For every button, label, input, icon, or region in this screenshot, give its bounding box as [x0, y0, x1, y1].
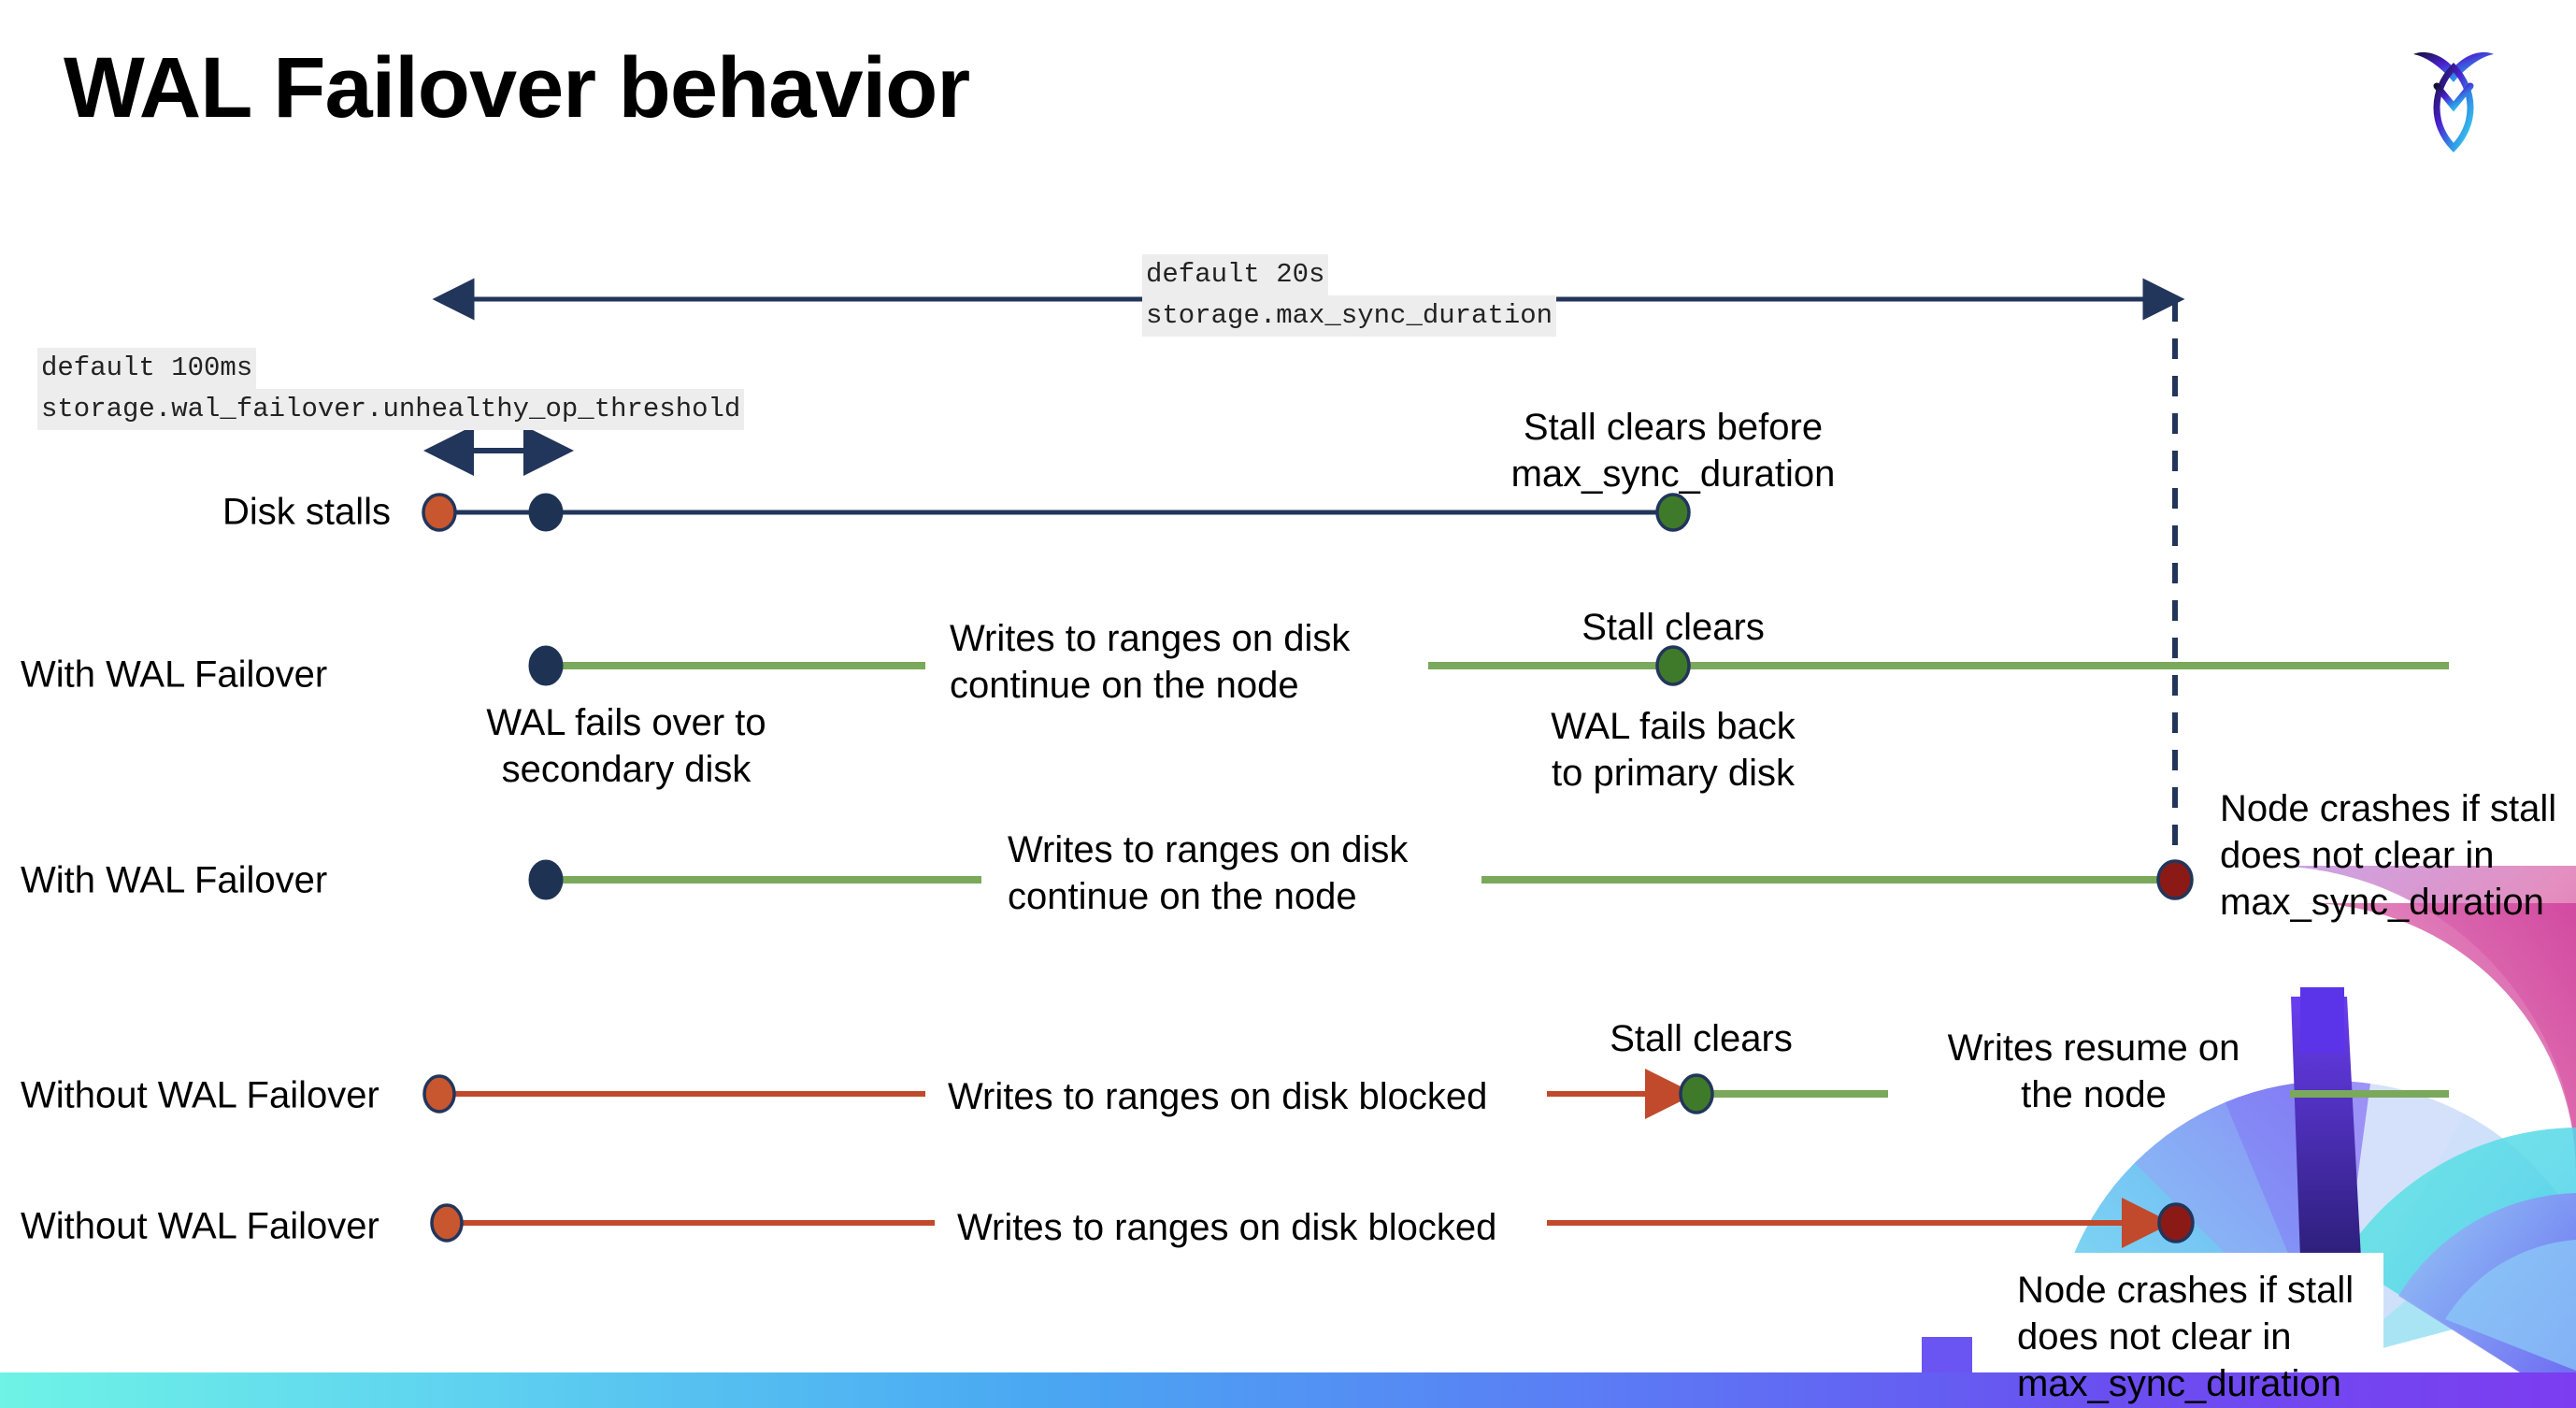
annotation-wal-fails-back: WAL fails back to primary disk — [1551, 706, 1796, 794]
code-chip-unhealthy-op-default: default 100ms — [37, 348, 257, 389]
annotation-writes-continue-1: Writes to ranges on disk continue on the… — [950, 618, 1351, 706]
annotation-node-crashes-2: Node crashes if stall does not clear in … — [2017, 1270, 2354, 1404]
row-label-with-wal-failover-2: With WAL Failover — [21, 859, 328, 901]
code-chip-unhealthy-op-setting: storage.wal_failover.unhealthy_op_thresh… — [37, 389, 745, 430]
annotation-node-crashes-1: Node crashes if stall does not clear in … — [2220, 788, 2557, 923]
annotation-writes-continue-2: Writes to ranges on disk continue on the… — [1008, 829, 1409, 917]
row-label-without-wal-failover-1: Without WAL Failover — [21, 1074, 379, 1116]
row-label-with-wal-failover-1: With WAL Failover — [21, 654, 328, 696]
row-label-without-wal-failover-2: Without WAL Failover — [21, 1205, 379, 1247]
callout-mask-bottom — [1972, 1253, 2383, 1374]
page-title: WAL Failover behavior — [64, 40, 970, 136]
annotation-stall-clears-1: Stall clears — [1581, 607, 1765, 648]
annotation-writes-blocked-1: Writes to ranges on disk blocked — [948, 1076, 1488, 1117]
annotation-wal-fails-over: WAL fails over to secondary disk — [486, 702, 766, 790]
annotation-writes-resume: Writes resume on the node — [1947, 1027, 2240, 1115]
code-chip-max-sync-default: default 20s — [1142, 254, 1329, 295]
annotation-stall-clears-2: Stall clears — [1610, 1018, 1793, 1059]
callout-mask-left — [0, 1225, 1972, 1337]
row-label-disk-stalls: Disk stalls — [222, 491, 392, 533]
bottom-gradient-bar — [0, 1372, 2576, 1408]
cockroachdb-logo-icon — [2383, 28, 2524, 168]
code-chip-max-sync-setting: storage.max_sync_duration — [1142, 295, 1557, 337]
annotation-writes-blocked-2: Writes to ranges on disk blocked — [957, 1207, 1497, 1248]
annotation-stall-clears-before: Stall clears before max_sync_duration — [1510, 407, 1836, 495]
